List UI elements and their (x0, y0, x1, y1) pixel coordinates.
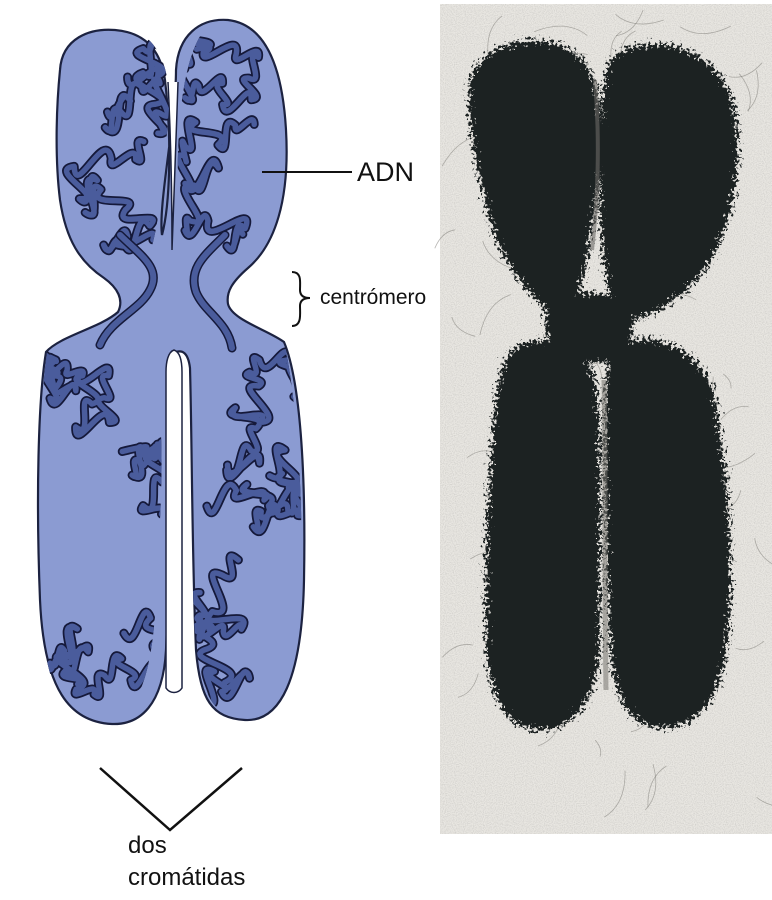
dna-label: ADN (357, 159, 414, 186)
centromere-brace (292, 272, 310, 326)
micrograph-chromatid-left-lower (485, 340, 600, 730)
sister-chromatids-bracket (100, 768, 242, 830)
micrograph-lower-split (604, 380, 606, 690)
centromere-label: centrómero (320, 287, 426, 308)
chromosome-micrograph (435, 4, 772, 834)
schematic-chromosome (38, 20, 305, 724)
micrograph-chromatid-right-lower (605, 340, 731, 729)
sister-chromatids-label-line1: dos (128, 834, 167, 858)
sister-chromatids-label-line2: cromátidas (128, 866, 245, 890)
lower-chromatid-gap (166, 350, 182, 693)
